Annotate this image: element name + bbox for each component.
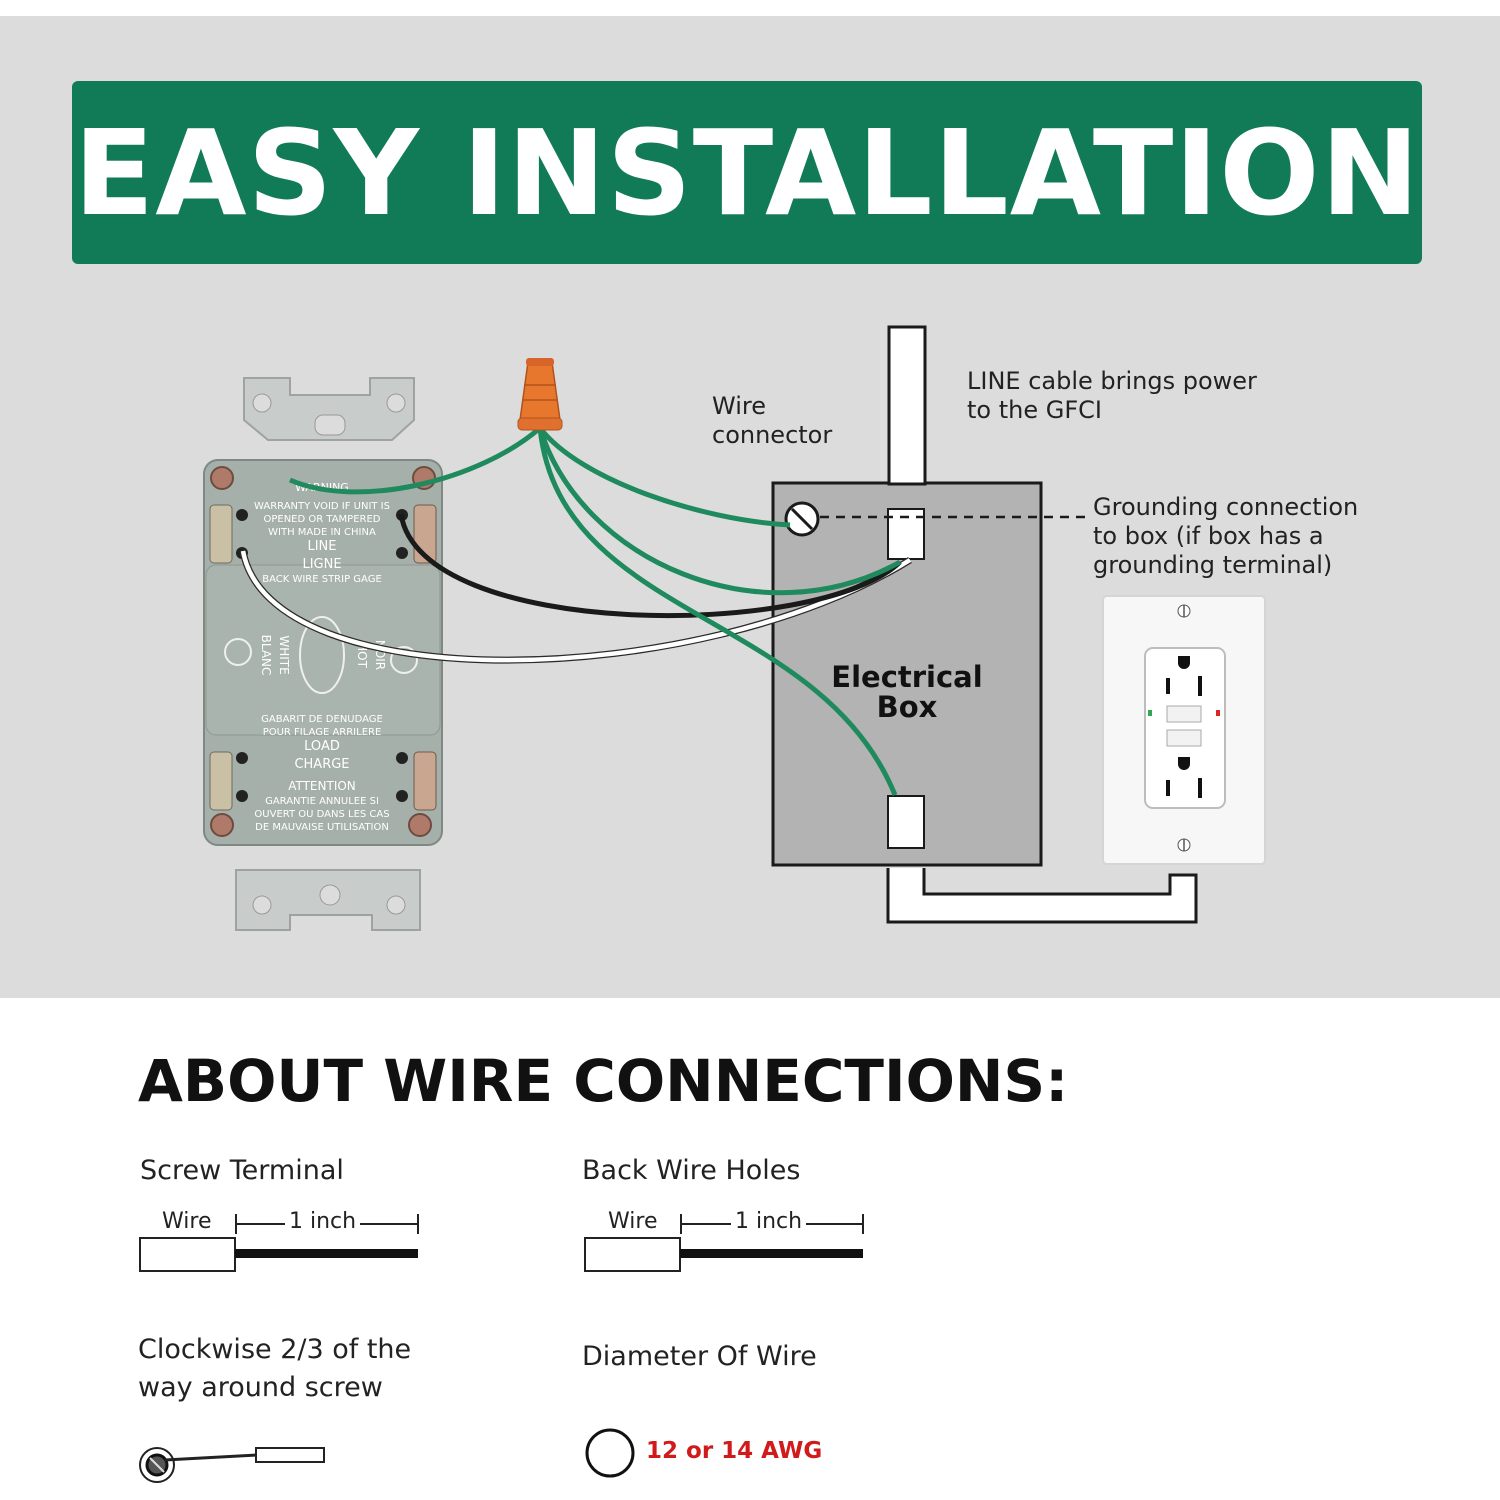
screw-terminal-wire-label: Wire <box>158 1211 216 1233</box>
plate-warranty-1: WARRANTY VOID IF UNIT IS <box>254 501 390 512</box>
stripped-conductor <box>235 1249 418 1258</box>
corner-screw-icon <box>210 466 234 490</box>
gfci-outlet-front <box>1102 595 1266 865</box>
plate-garantie-1: GARANTIE ANNULEE SI <box>265 796 379 807</box>
screw-terminal-title: Screw Terminal <box>140 1155 344 1186</box>
plate-garantie-3: DE MAUVAISE UTILISATION <box>255 822 389 833</box>
reset-button <box>1166 729 1202 747</box>
receptacle-face <box>1144 647 1226 809</box>
clockwise-text: Clockwise 2/3 of the way around screw <box>138 1334 412 1403</box>
plate-hot: HOT <box>355 642 369 668</box>
top-mounting-strap <box>243 377 415 441</box>
center-oval <box>299 616 345 694</box>
neutral-wire <box>240 550 912 663</box>
gfci-back: WARNING WARRANTY VOID IF UNIT IS OPENED … <box>203 377 443 931</box>
about-heading: ABOUT WIRE CONNECTIONS: <box>138 1047 1069 1115</box>
ground-wire-line-cable <box>537 427 902 596</box>
plate-made-in: WITH MADE IN CHINA <box>268 527 376 538</box>
ul-mark-icon <box>390 646 418 674</box>
green-led-icon <box>1148 710 1152 716</box>
banner-title: EASY INSTALLATION <box>73 103 1421 242</box>
plate-gabarit-2: POUR FILAGE ARRILERE <box>263 727 382 738</box>
screw-slot <box>149 1457 165 1473</box>
plate-blanc: BLANC <box>259 635 273 676</box>
wire-connector-icon <box>517 358 563 431</box>
stripped-conductor <box>680 1249 863 1258</box>
diameter-title: Diameter Of Wire <box>582 1341 817 1372</box>
back-wire-hole-icon <box>236 509 248 521</box>
screw-terminal-length-label: 1 inch <box>285 1211 361 1233</box>
wire-insulation <box>139 1237 236 1272</box>
line-cable-outer <box>887 325 927 486</box>
ground-wire-to-box <box>538 426 791 528</box>
load-cable-outer <box>886 868 1198 924</box>
plate-strip-gage: BACK WIRE STRIP GAGE <box>262 574 382 585</box>
test-button <box>1166 705 1202 723</box>
back-wire-length-label: 1 inch <box>731 1211 807 1233</box>
plate-gabarit-1: GABARIT DE DENUDAGE <box>261 714 383 725</box>
back-wire-hole-icon <box>236 752 248 764</box>
load-terminal-right-icon <box>413 751 437 811</box>
line-cable-label: LINE cable brings power to the GFCI <box>967 367 1257 424</box>
back-wire-hole-icon <box>396 790 408 802</box>
wrapped-wire-insulation <box>255 1447 325 1463</box>
ground-wire-to-gfci <box>289 426 542 495</box>
slot-icon <box>1198 676 1202 696</box>
wire-connector-label: Wire connector <box>712 392 833 449</box>
wrapped-wire <box>164 1453 258 1462</box>
plate-charge: CHARGE <box>294 757 349 772</box>
top-border <box>0 0 1500 16</box>
back-wire-wire-label: Wire <box>604 1211 662 1233</box>
back-wire-hole-icon <box>396 547 408 559</box>
slot-icon <box>1166 678 1170 694</box>
load-terminal-left-icon <box>209 751 233 811</box>
plate-garantie-2: OUVERT OU DANS LES CAS <box>254 809 389 820</box>
plate-white: WHITE <box>277 635 291 674</box>
ground-screw-slot <box>790 507 814 531</box>
wire-diameter-icon <box>585 1428 635 1478</box>
housing-center-panel <box>205 564 441 736</box>
slot-icon <box>1166 780 1170 796</box>
grounding-label: Grounding connection to box (if box has … <box>1093 493 1359 579</box>
load-cable-inner <box>887 795 925 849</box>
back-wire-hole-icon <box>236 790 248 802</box>
plate-warranty-2: OPENED OR TAMPERED <box>263 514 380 525</box>
corner-screw-icon <box>408 813 432 837</box>
strap-hole-icon <box>386 393 406 413</box>
back-wire-holes-title: Back Wire Holes <box>582 1155 801 1186</box>
plate-line: LINE <box>307 539 336 554</box>
electrical-box-label: Electrical Box <box>831 660 983 724</box>
strap-slot-icon <box>314 414 346 436</box>
slot-icon <box>1198 778 1202 798</box>
ground-hole-icon <box>1178 656 1190 669</box>
title-banner: EASY INSTALLATION <box>72 81 1422 264</box>
strap-hole-icon <box>386 895 406 915</box>
line-terminal-left-icon <box>209 504 233 564</box>
hot-wire <box>398 513 902 618</box>
wire-strip-gauges <box>139 1214 864 1483</box>
red-led-icon <box>1216 710 1220 716</box>
wiring-diagram: WARNING WARRANTY VOID IF UNIT IS OPENED … <box>203 325 1266 931</box>
plate-ligne: LIGNE <box>302 557 341 572</box>
strap-hole-icon <box>252 393 272 413</box>
wire-insulation <box>584 1237 681 1272</box>
back-wire-hole-icon <box>396 752 408 764</box>
strap-hole-icon <box>252 895 272 915</box>
wire-gauge-label: 12 or 14 AWG <box>646 1438 823 1464</box>
plate-load: LOAD <box>304 739 340 754</box>
plate-attention: ATTENTION <box>288 779 356 793</box>
ground-hole-icon <box>1178 757 1190 770</box>
cul-mark-icon <box>224 638 252 666</box>
strap-hole-icon <box>319 884 341 906</box>
ground-wire-load-cable <box>537 427 898 796</box>
corner-screw-icon <box>210 813 234 837</box>
